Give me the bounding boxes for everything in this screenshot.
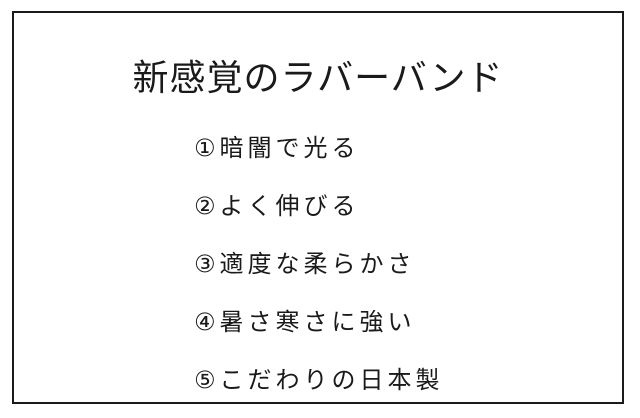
- feature-item: ②よく伸びる: [194, 192, 360, 220]
- feature-card: 新感覚のラバーバンド ①暗闇で光る ②よく伸びる ③適度な柔らかさ ④暑さ寒さに…: [12, 11, 624, 404]
- card-title: 新感覚のラバーバンド: [132, 58, 504, 99]
- feature-item: ⑤こだわりの日本製: [194, 366, 444, 394]
- feature-item: ④暑さ寒さに強い: [194, 308, 416, 336]
- feature-list: ①暗闇で光る ②よく伸びる ③適度な柔らかさ ④暑さ寒さに強い ⑤こだわりの日本…: [194, 119, 444, 409]
- feature-item: ③適度な柔らかさ: [194, 250, 416, 278]
- feature-item: ①暗闇で光る: [194, 134, 360, 162]
